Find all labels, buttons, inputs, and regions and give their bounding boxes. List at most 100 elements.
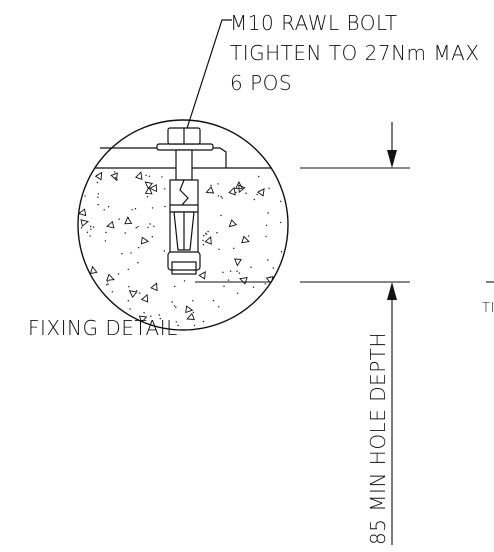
concrete-dot xyxy=(90,225,92,228)
concrete-dot xyxy=(245,192,247,194)
concrete-dot xyxy=(250,266,252,268)
concrete-dot xyxy=(107,206,110,208)
concrete-dot xyxy=(139,292,141,294)
concrete-dot xyxy=(121,253,123,255)
dimension-arrow-top xyxy=(387,150,397,168)
concrete-aggregate xyxy=(78,208,87,217)
concrete-dot xyxy=(147,226,149,229)
concrete-dot xyxy=(267,212,269,214)
concrete-dot xyxy=(89,235,91,237)
concrete-dot xyxy=(265,235,267,238)
callout-line-3: 6 POS xyxy=(230,71,292,95)
concrete-aggregate xyxy=(138,315,148,324)
concrete-dot xyxy=(256,193,258,196)
concrete-dot xyxy=(143,312,145,314)
concrete-dot xyxy=(279,221,282,224)
concrete-dot xyxy=(146,196,149,198)
concrete-dot xyxy=(217,183,219,185)
concrete-dot xyxy=(216,232,218,234)
concrete-dot xyxy=(151,236,153,238)
concrete-dot xyxy=(265,224,268,227)
concrete-dot xyxy=(127,300,129,302)
cut-off-text: TI xyxy=(482,301,494,316)
concrete-dot xyxy=(280,251,283,253)
concrete-dot xyxy=(175,321,177,323)
concrete-dot xyxy=(113,171,116,173)
detail-title: FIXING DETAIL xyxy=(28,316,178,340)
concrete-dot xyxy=(227,279,230,281)
dimension-label: 85 MIN HOLE DEPTH xyxy=(366,332,390,545)
concrete-aggregate xyxy=(241,235,250,244)
detail-circle xyxy=(77,119,289,331)
concrete-aggregate xyxy=(185,305,194,314)
concrete-aggregate xyxy=(204,236,212,245)
bolt-shank xyxy=(175,149,193,181)
concrete-dot xyxy=(174,285,176,288)
concrete-dot xyxy=(253,198,255,201)
concrete-dot xyxy=(151,207,154,209)
concrete-dot xyxy=(183,280,186,282)
depth-dimension xyxy=(300,122,494,545)
concrete-dot xyxy=(217,195,220,197)
bolt-washer xyxy=(156,143,214,151)
concrete-dot xyxy=(207,230,209,233)
concrete-dot xyxy=(229,270,232,272)
concrete-dot xyxy=(130,252,132,254)
rawl-bolt xyxy=(156,127,214,275)
concrete-dot xyxy=(80,227,83,229)
bolt-nut xyxy=(167,251,201,271)
concrete-dot xyxy=(97,193,100,195)
concrete-dot xyxy=(264,283,266,285)
concrete-dot xyxy=(150,315,152,317)
concrete-dot xyxy=(238,272,241,274)
concrete-dot xyxy=(221,197,223,199)
concrete-aggregate xyxy=(186,312,195,321)
concrete-dot xyxy=(223,285,225,287)
concrete-dot xyxy=(258,175,260,178)
concrete-dot xyxy=(90,228,92,230)
concrete-dot xyxy=(220,214,222,217)
concrete-aggregate xyxy=(228,186,236,196)
concrete-dot xyxy=(131,209,133,211)
concrete-dot xyxy=(118,218,120,220)
concrete-dot xyxy=(159,317,161,320)
concrete-dot xyxy=(202,320,205,323)
concrete-aggregate xyxy=(106,220,115,229)
concrete-dot xyxy=(205,233,208,235)
concrete-dot xyxy=(218,306,220,308)
concrete-aggregate xyxy=(110,172,118,182)
concrete-dot xyxy=(192,300,194,302)
concrete-dot xyxy=(127,268,129,270)
concrete-dot xyxy=(105,231,107,234)
concrete-dot xyxy=(107,281,109,283)
concrete-dot xyxy=(177,324,179,327)
concrete-aggregate xyxy=(228,219,238,228)
concrete-dot xyxy=(233,247,235,249)
concrete-dot xyxy=(86,231,89,233)
concrete-dot xyxy=(106,284,108,286)
concrete-dot xyxy=(84,195,86,197)
concrete-dot xyxy=(252,286,255,288)
concrete-dot xyxy=(236,270,238,272)
concrete-dot xyxy=(210,184,212,187)
concrete-aggregate-marks xyxy=(78,171,283,327)
concrete-dot xyxy=(272,267,274,269)
concrete-dot xyxy=(145,174,147,176)
concrete-dot xyxy=(161,176,163,178)
concrete-aggregate xyxy=(234,258,242,267)
concrete-dot xyxy=(236,292,239,294)
concrete-dot xyxy=(134,208,137,210)
concrete-dot xyxy=(114,177,117,179)
concrete-dot xyxy=(97,203,99,206)
concrete-dot xyxy=(111,291,114,293)
concrete-aggregate xyxy=(239,277,248,285)
concrete-dot xyxy=(137,226,139,228)
concrete-aggregate xyxy=(144,181,154,190)
concrete-aggregate xyxy=(89,265,98,275)
concrete-aggregate xyxy=(256,187,265,197)
concrete-dot xyxy=(202,244,205,246)
concrete-dot xyxy=(173,305,176,307)
concrete-dot xyxy=(163,250,166,252)
concrete-dot xyxy=(103,209,105,211)
